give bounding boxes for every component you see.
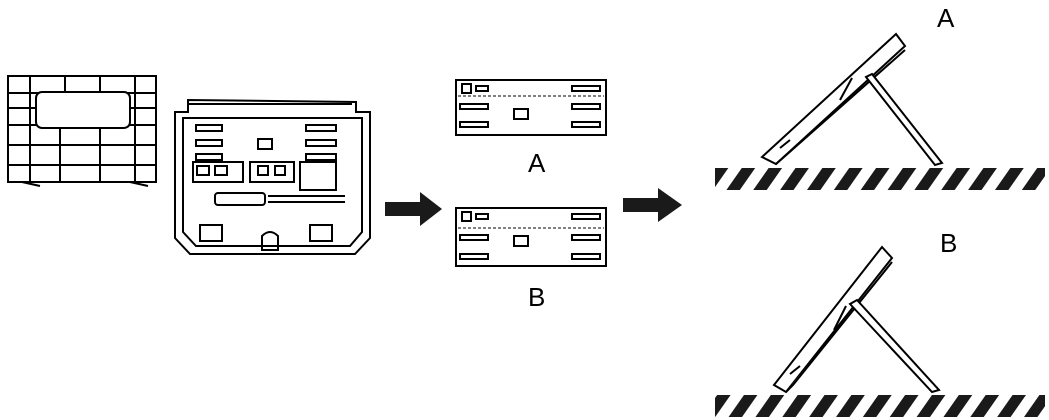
mount-a-label: A [937,3,955,33]
table-surface-b [715,395,1045,417]
stand-bracket [7,75,157,187]
phone-side-view-b [772,245,941,394]
slot-panel-b [455,207,607,267]
slot-panel-a [455,79,607,136]
slot-a-label: A [528,148,546,178]
arrow-right-icon [623,188,682,222]
mount-b-label: B [940,228,957,258]
table-surface-a [715,168,1045,190]
phone-side-view-a [760,32,944,167]
arrow-right-icon [385,192,442,226]
phone-rear-view [174,98,371,255]
slot-b-label: B [528,282,545,312]
